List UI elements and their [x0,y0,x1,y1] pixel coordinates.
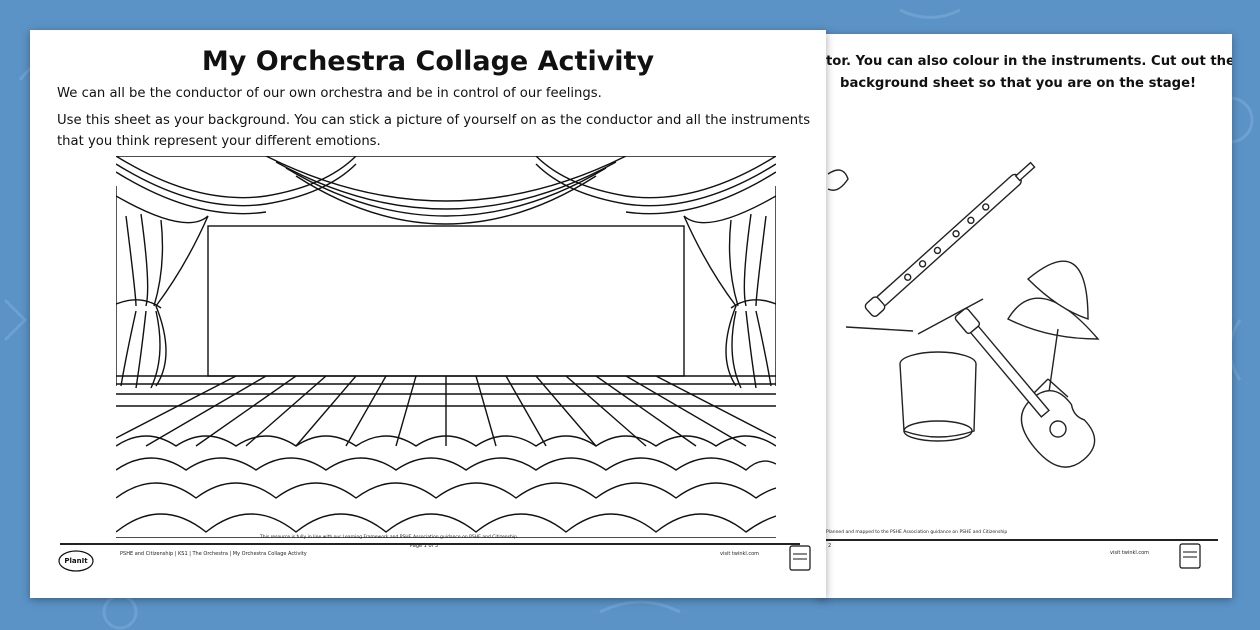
instruction-text-line-1: Use this sheet as your background. You c… [57,113,811,128]
page-number: Page 1 of 3 [410,543,439,549]
footnote: This resource is fully in line with our … [260,535,517,540]
twinkl-badge-icon [789,545,811,571]
page2-twinkl-badge-icon [1179,543,1201,569]
page2-footer-website: visit twinkl.com [1110,550,1150,556]
page2-footer-divider [818,539,1218,541]
page-title: My Orchestra Collage Activity [201,46,655,77]
page2-footnote: Planned and mapped to the PSHE Associati… [826,530,1008,535]
instruction-text-line-2: that you think represent your different … [57,134,381,149]
footer-website: visit twinkl.com [720,551,760,557]
page2-page-number: 2 [828,543,832,549]
planit-logo: PlanIt [58,550,94,572]
worksheet-page-2: tor. You can also colour in the instrume… [818,34,1232,598]
stage-illustration [116,156,776,538]
worksheet-page-1: My Orchestra Collage Activity We can all… [30,30,826,598]
instruments-illustration [827,161,1100,468]
intro-text: We can all be the conductor of our own o… [57,86,602,101]
svg-text:PlanIt: PlanIt [64,557,88,565]
page2-instruction-line-1: tor. You can also colour in the instrume… [826,54,1232,69]
footer-divider [60,543,800,545]
footer-subject-text: PSHE and Citizenship | KS1 | The Orchest… [120,551,307,557]
page2-instruction-line-2: background sheet so that you are on the … [840,76,1197,91]
